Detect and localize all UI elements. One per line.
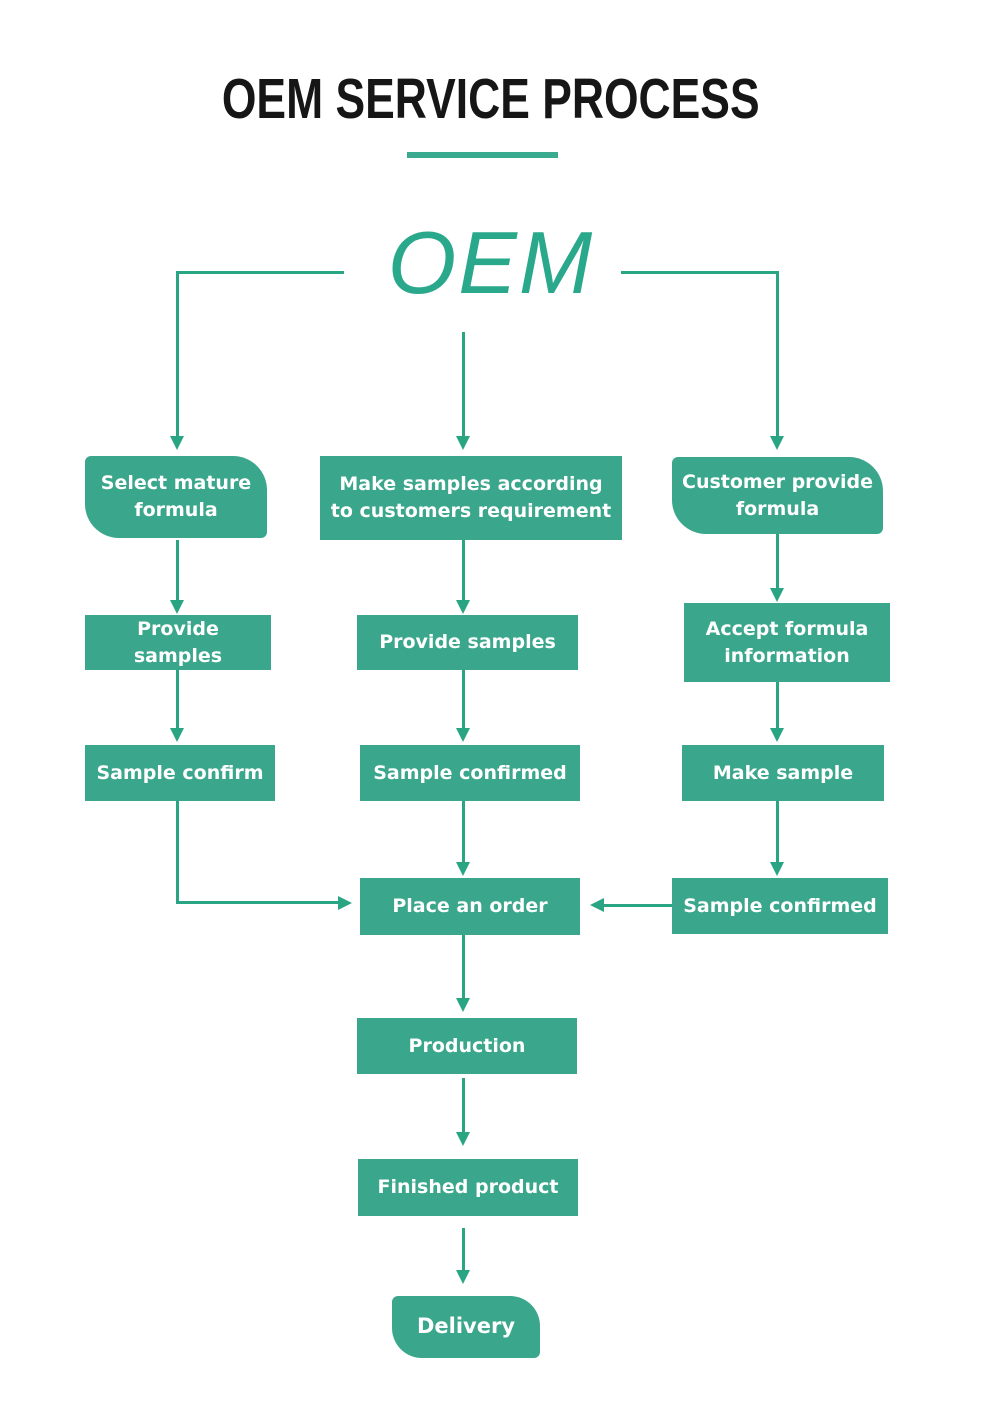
node-delivery: Delivery: [392, 1296, 540, 1358]
connector-oem-right-horizontal: [621, 271, 779, 274]
connector-confirmed-mid-to-placeorder: [462, 801, 465, 862]
node-customer-provide-formula: Customer provide formula: [672, 457, 883, 534]
connector-provide-to-confirm-left: [176, 670, 179, 728]
node-customer-provide-formula-label: Customer provide formula: [682, 470, 873, 520]
arrowhead-select-to-provide: [170, 600, 184, 614]
connector-confirm-left-elbow: [176, 901, 338, 904]
connector-select-to-provide: [176, 540, 179, 600]
node-make-sample: Make sample: [682, 745, 884, 801]
node-provide-samples-mid: Provide samples: [357, 615, 578, 670]
node-make-sample-label: Make sample: [712, 761, 854, 784]
node-provide-samples-mid-label: Provide samples: [379, 631, 556, 654]
node-sample-confirm-left-label: Sample confirm: [96, 761, 264, 784]
arrowhead-oem-to-customer-provide: [770, 436, 784, 450]
arrowhead-makesamples-to-provide: [456, 600, 470, 614]
connector-accept-to-makesample: [776, 682, 779, 728]
node-finished-product-label: Finished product: [377, 1176, 559, 1199]
connector-oem-left-horizontal: [178, 271, 344, 274]
node-provide-samples-left: Provide samples: [85, 615, 271, 670]
title-underline-divider: [407, 152, 558, 158]
connector-oem-right-vertical: [776, 271, 779, 436]
node-make-samples-according-label: Make samples according to customers requ…: [330, 473, 612, 522]
node-accept-formula-information-label: Accept formula information: [705, 617, 869, 667]
node-sample-confirmed-mid-label: Sample confirmed: [373, 761, 567, 784]
node-make-samples-according: Make samples according to customers requ…: [320, 456, 622, 540]
node-sample-confirmed-right: Sample confirmed: [672, 878, 888, 934]
arrowhead-confirm-left-to-placeorder: [338, 896, 352, 910]
arrowhead-oem-to-select-mature: [170, 436, 184, 450]
connector-production-to-finished: [462, 1078, 465, 1132]
node-production-label: Production: [408, 1034, 526, 1057]
page-title-text: OEM SERVICE PROCESS: [222, 67, 760, 131]
connector-confirmed-right-to-placeorder: [604, 904, 672, 907]
node-sample-confirmed-mid: Sample confirmed: [360, 745, 580, 801]
node-select-mature-formula: Select mature formula: [85, 456, 267, 538]
connector-finished-to-delivery: [462, 1228, 465, 1270]
node-place-an-order: Place an order: [360, 878, 580, 935]
node-place-an-order-label: Place an order: [392, 895, 548, 918]
node-production: Production: [357, 1018, 577, 1074]
arrowhead-finished-to-delivery: [456, 1270, 470, 1284]
arrowhead-placeorder-to-production: [456, 998, 470, 1012]
node-sample-confirmed-right-label: Sample confirmed: [683, 894, 877, 917]
node-sample-confirm-left: Sample confirm: [85, 745, 275, 801]
connector-oem-left-vertical: [176, 271, 179, 436]
connector-placeorder-to-production: [462, 935, 465, 998]
node-provide-samples-left-label: Provide samples: [133, 617, 223, 667]
arrowhead-confirmed-right-to-placeorder: [590, 898, 604, 912]
arrowhead-makesample-to-confirmed-right: [770, 862, 784, 876]
arrowhead-accept-to-makesample: [770, 728, 784, 742]
arrowhead-confirmed-mid-to-placeorder: [456, 862, 470, 876]
connector-customer-to-accept: [776, 534, 779, 588]
arrowhead-provide-to-confirm-left: [170, 728, 184, 742]
connector-makesamples-to-provide: [462, 540, 465, 600]
node-accept-formula-information: Accept formula information: [684, 603, 890, 682]
root-node-oem: OEM: [387, 213, 595, 312]
node-select-mature-formula-label: Select mature formula: [100, 472, 252, 521]
arrowhead-oem-to-make-samples: [456, 436, 470, 450]
node-delivery-label: Delivery: [416, 1314, 516, 1339]
connector-makesample-to-confirmed-right: [776, 801, 779, 862]
page-title: OEM SERVICE PROCESS: [0, 68, 982, 131]
arrowhead-customer-to-accept: [770, 588, 784, 602]
arrowhead-production-to-finished: [456, 1132, 470, 1146]
connector-provide-to-confirmed-mid: [462, 670, 465, 728]
node-finished-product: Finished product: [358, 1159, 578, 1216]
connector-confirm-left-down: [176, 801, 179, 904]
arrowhead-provide-to-confirmed-mid: [456, 728, 470, 742]
connector-oem-middle-vertical: [462, 332, 465, 436]
